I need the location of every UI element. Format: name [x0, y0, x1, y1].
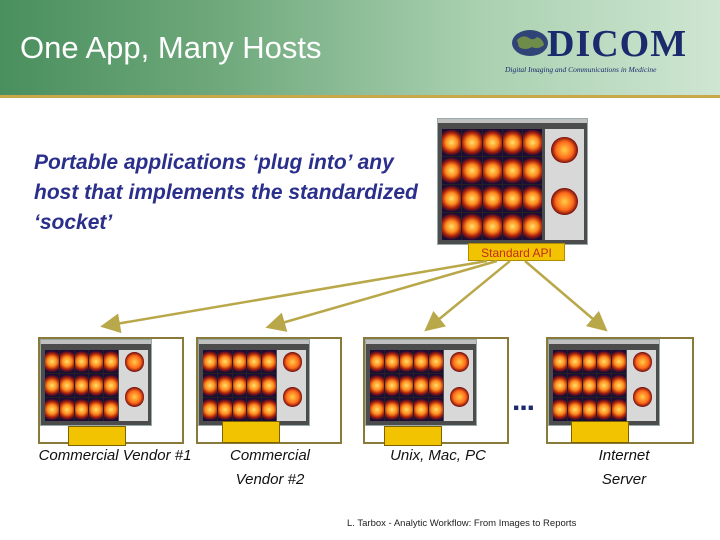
- arrow-to-host-3: [432, 261, 510, 325]
- host-label-3: Unix, Mac, PC: [368, 444, 508, 468]
- host-label-1: Commercial Vendor #1: [24, 444, 206, 468]
- host-label-2: Commercial Vendor #2: [205, 444, 335, 492]
- host-label-4: Internet Server: [570, 444, 678, 492]
- plug-4: [571, 421, 629, 443]
- plug-1: [68, 426, 126, 446]
- host-screenshot-2: [198, 339, 310, 426]
- arrow-to-host-2: [275, 261, 497, 325]
- plug-3: [384, 426, 442, 446]
- plug-2: [222, 421, 280, 443]
- host-screenshot-3: [365, 339, 477, 426]
- arrow-to-host-1: [110, 261, 487, 325]
- slide-footer: L. Tarbox - Analytic Workflow: From Imag…: [347, 518, 576, 529]
- host-screenshot-4: [548, 339, 660, 426]
- ellipsis: ...: [512, 384, 534, 418]
- arrow-to-host-4: [525, 261, 600, 325]
- host-screenshot-1: [40, 339, 152, 426]
